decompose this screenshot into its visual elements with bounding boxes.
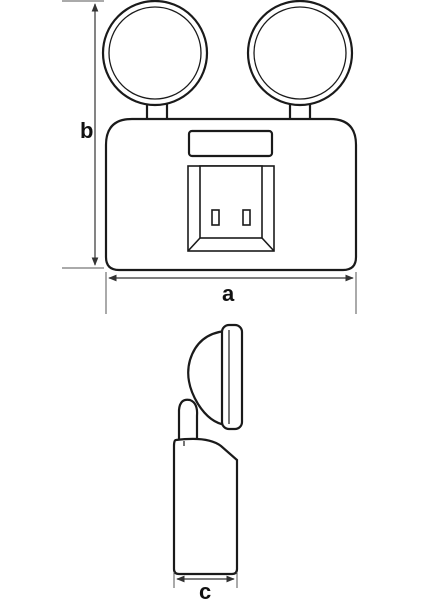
side-lamp-bezel <box>220 323 244 431</box>
right-lamp-lens <box>253 6 347 100</box>
terminal-compartment <box>187 165 275 252</box>
right-lamp-head <box>246 0 354 123</box>
side-lamp-dome <box>187 329 228 427</box>
side-stem <box>177 398 199 442</box>
dimension-b: b <box>62 0 104 269</box>
front-view <box>101 0 358 272</box>
a-label: a <box>222 281 235 306</box>
left-lamp-lens <box>108 6 202 100</box>
compartment-inner <box>199 165 263 239</box>
left-lamp-head <box>101 0 209 123</box>
compartment-corner-right <box>261 237 275 252</box>
compartment-corner-left <box>187 237 201 252</box>
b-label: b <box>80 118 93 143</box>
dimension-c: c <box>173 572 238 600</box>
terminal-left <box>211 209 220 226</box>
c-label: c <box>199 579 211 600</box>
side-body <box>172 437 239 576</box>
dimension-a: a <box>105 272 357 314</box>
indicator-window <box>187 129 274 158</box>
side-view <box>172 323 244 576</box>
terminal-right <box>242 209 251 226</box>
